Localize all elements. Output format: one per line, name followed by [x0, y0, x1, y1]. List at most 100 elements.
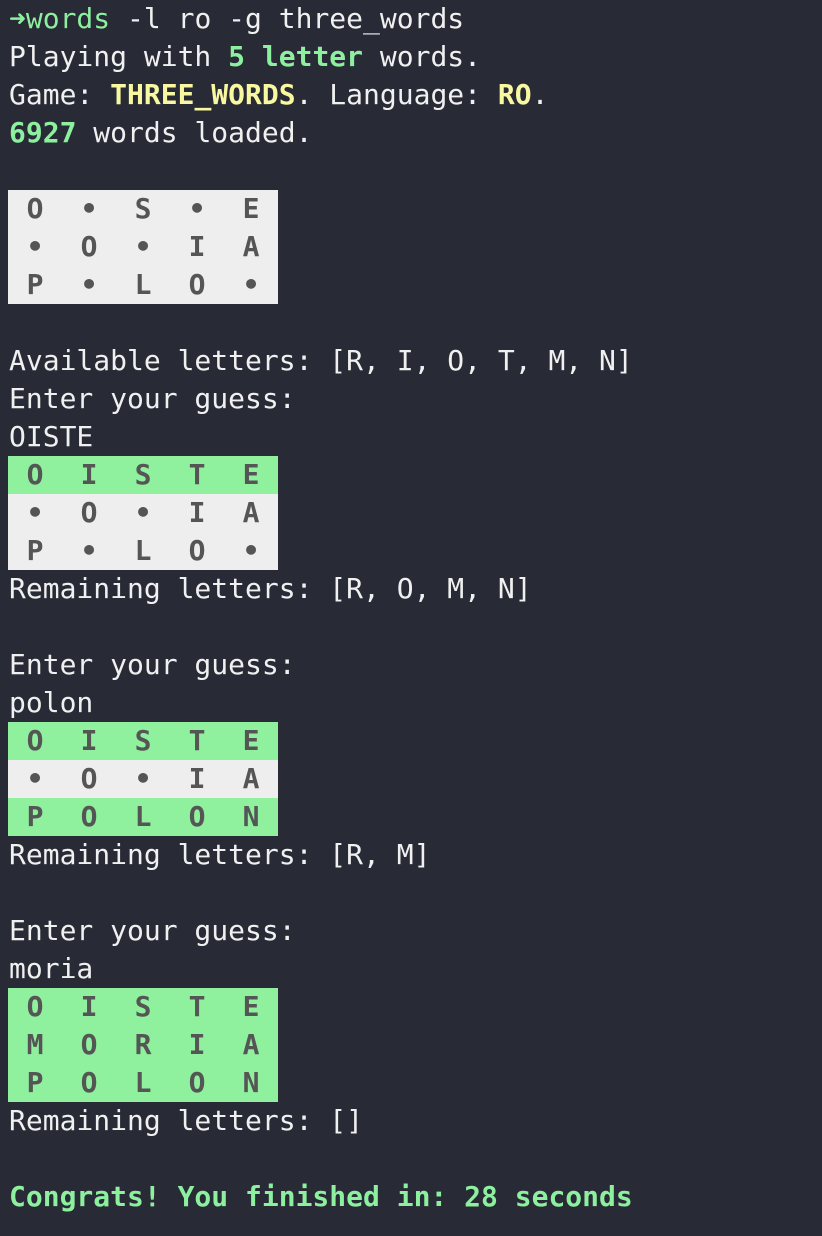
board-cell-letter: O: [188, 1066, 206, 1099]
blank-line: [9, 304, 819, 342]
board-cell-letter: O: [188, 534, 206, 567]
board-cell-letter: O: [26, 990, 44, 1023]
board-cell-letter: R: [134, 1028, 152, 1061]
board-cell-empty: •: [134, 230, 152, 263]
board-row: O•S•E: [8, 190, 278, 228]
guess-prompt: Enter your guess:: [9, 382, 296, 415]
congrats-message: Congrats! You finished in: 28 seconds: [9, 1180, 633, 1213]
board-cell-letter: O: [80, 496, 98, 529]
blank-line: [9, 608, 819, 646]
guess-input[interactable]: moria: [9, 952, 94, 985]
board-cell-letter: I: [188, 230, 206, 263]
board-cell-letter: L: [134, 1066, 152, 1099]
board-cell-letter: E: [242, 192, 260, 225]
board-cell-letter: N: [242, 800, 260, 833]
words-suffix: words loaded.: [76, 116, 313, 149]
command-name: words: [25, 2, 111, 35]
blank-line: [9, 1140, 819, 1178]
board-cell-empty: •: [242, 534, 260, 567]
board-cell-letter: S: [134, 724, 152, 757]
board-cell-letter: P: [26, 268, 44, 301]
board-cell-letter: L: [134, 268, 152, 301]
board-cell-letter: E: [242, 990, 260, 1023]
words-count: 6927: [9, 116, 77, 149]
board-cell-empty: •: [26, 496, 44, 529]
blank-line: [9, 874, 819, 912]
board-cell-letter: T: [188, 990, 206, 1023]
board-cell-empty: •: [26, 762, 44, 795]
board-cell-empty: •: [134, 762, 152, 795]
game-prefix: Game:: [9, 78, 111, 111]
playing-prefix: Playing with: [9, 40, 229, 73]
board-cell-letter: P: [26, 534, 44, 567]
board-cell-letter: L: [134, 534, 152, 567]
board-cell-letter: N: [242, 1066, 260, 1099]
board-cell-letter: S: [134, 458, 152, 491]
board-cell-letter: O: [80, 1066, 98, 1099]
playing-info: Playing with 5 letter words.: [9, 38, 819, 76]
board-cell-letter: O: [26, 724, 44, 757]
board-cell-letter: A: [242, 496, 260, 529]
board-row: P • L O •: [8, 532, 278, 570]
command-args: -l ro -g three_words: [110, 2, 465, 35]
blank-line: [9, 152, 819, 190]
board-cell-letter: P: [26, 800, 44, 833]
guess-input[interactable]: polon: [9, 686, 94, 719]
board-cell-letter: O: [80, 230, 98, 263]
board-cell-letter: A: [242, 230, 260, 263]
board-cell-letter: I: [80, 990, 98, 1023]
board-row: P • L O •: [8, 266, 278, 304]
word-length: 5 letter: [228, 40, 364, 73]
board-cell-empty: •: [80, 268, 98, 301]
board-cell-letter: P: [26, 1066, 44, 1099]
board-cell-letter: I: [188, 1028, 206, 1061]
board-cell-letter: L: [134, 800, 152, 833]
board-cell-letter: I: [80, 458, 98, 491]
board-cell-letter: O: [26, 458, 44, 491]
board-cell-letter: O: [80, 1028, 98, 1061]
language-code: RO: [497, 78, 532, 111]
board-cell-letter: O: [188, 268, 206, 301]
remaining-letters: Remaining letters: []: [9, 1104, 364, 1137]
game-name: THREE_WORDS: [110, 78, 296, 111]
board-cell-letter: T: [188, 724, 206, 757]
board-cell-letter: E: [242, 458, 260, 491]
language-prefix: . Language:: [295, 78, 498, 111]
board-cell-empty: •: [26, 230, 44, 263]
command-line: ➜words -l ro -g three_words: [9, 0, 819, 38]
board-cell-letter: I: [188, 496, 206, 529]
guess-prompt: Enter your guess:: [9, 648, 296, 681]
available-letters: Available letters: [R, I, O, T, M, N]: [9, 344, 633, 377]
game-info: Game: THREE_WORDS. Language: RO.: [9, 76, 819, 114]
guess-input[interactable]: OISTE: [9, 420, 94, 453]
terminal-output: ➜words -l ro -g three_words Playing with…: [8, 0, 819, 1216]
board-cell-letter: A: [242, 1028, 260, 1061]
board-cell-empty: •: [80, 534, 98, 567]
board-cell-letter: S: [134, 192, 152, 225]
board-cell-letter: I: [80, 724, 98, 757]
board-cell-empty: •: [242, 268, 260, 301]
board-cell-empty: •: [80, 192, 98, 225]
board-cell-letter: S: [134, 990, 152, 1023]
board-cell-letter: M: [26, 1028, 44, 1061]
playing-suffix: words.: [363, 40, 482, 73]
language-suffix: .: [531, 78, 549, 111]
prompt-arrow-icon: ➜: [9, 2, 26, 35]
board-cell-letter: I: [188, 762, 206, 795]
board-cell-letter: O: [26, 192, 44, 225]
board-cell-letter: O: [188, 800, 206, 833]
board-cell-letter: E: [242, 724, 260, 757]
board-cell-letter: T: [188, 458, 206, 491]
remaining-letters: Remaining letters: [R, M]: [9, 838, 431, 871]
guess-prompt: Enter your guess:: [9, 914, 296, 947]
